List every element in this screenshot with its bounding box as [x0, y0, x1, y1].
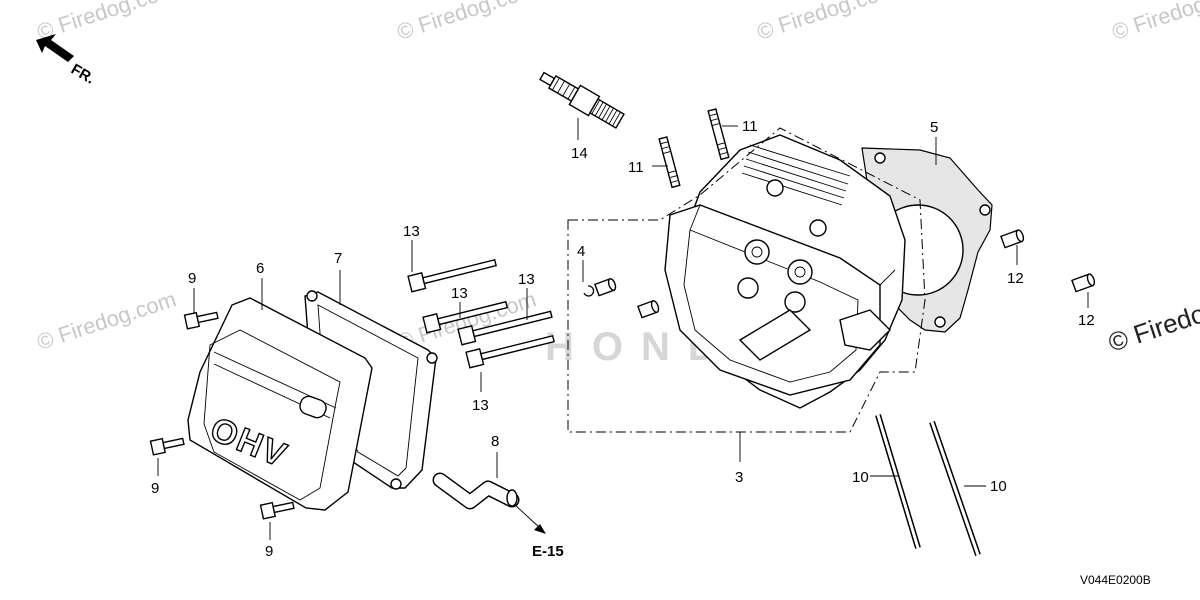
callout-13b: 13 — [451, 285, 468, 302]
callout-12b: 12 — [1078, 312, 1095, 329]
callout-13d: 13 — [472, 397, 489, 414]
callout-9a: 9 — [188, 270, 196, 287]
breather-tube — [432, 472, 520, 510]
callout-13a: 13 — [403, 223, 420, 240]
watermark-text: © Firedog.com — [34, 286, 179, 354]
head-cover: OHV — [187, 297, 373, 511]
cylinder-head — [664, 134, 906, 409]
callout-13c: 13 — [518, 271, 535, 288]
watermark-text: © Firedog.com — [754, 0, 899, 45]
callout-8: 8 — [491, 433, 499, 450]
watermark-text: © Firedo — [1105, 298, 1200, 357]
stud-bolt — [707, 108, 730, 161]
reference-label: E-15 — [532, 543, 564, 560]
callout-14: 14 — [571, 145, 588, 162]
callout-10a: 10 — [852, 469, 869, 486]
push-rod — [875, 414, 981, 556]
callout-12a: 12 — [1007, 270, 1024, 287]
assembly-bracket — [567, 127, 926, 433]
watermark-text: © Firedog.com — [1109, 0, 1200, 45]
watermark-text: © Firedog.com — [34, 0, 179, 45]
spark-plug — [539, 71, 625, 129]
callout-4: 4 — [577, 243, 585, 260]
front-direction-arrow: FR. — [36, 34, 97, 88]
stud-bolt — [658, 136, 681, 189]
clip — [583, 285, 595, 297]
callout-9b: 9 — [151, 480, 159, 497]
flange-bolt — [149, 311, 295, 520]
diagram-code: V044E0200B — [1080, 573, 1151, 587]
callout-10b: 10 — [990, 478, 1007, 495]
callout-5: 5 — [930, 119, 938, 136]
dowel-pin — [1000, 229, 1025, 249]
dowel-pin — [1071, 273, 1096, 293]
callout-11a: 11 — [742, 118, 758, 135]
reference-arrow — [514, 504, 546, 534]
callout-3: 3 — [735, 469, 743, 486]
flange-bolt — [407, 258, 555, 369]
callout-6: 6 — [256, 260, 264, 277]
callout-11b: 11 — [628, 159, 644, 176]
front-label: FR. — [68, 61, 97, 88]
callout-7: 7 — [334, 250, 342, 267]
callout-9c: 9 — [265, 543, 273, 560]
dowel-pin — [594, 277, 660, 319]
watermark-text: © Firedog.com — [394, 0, 539, 45]
